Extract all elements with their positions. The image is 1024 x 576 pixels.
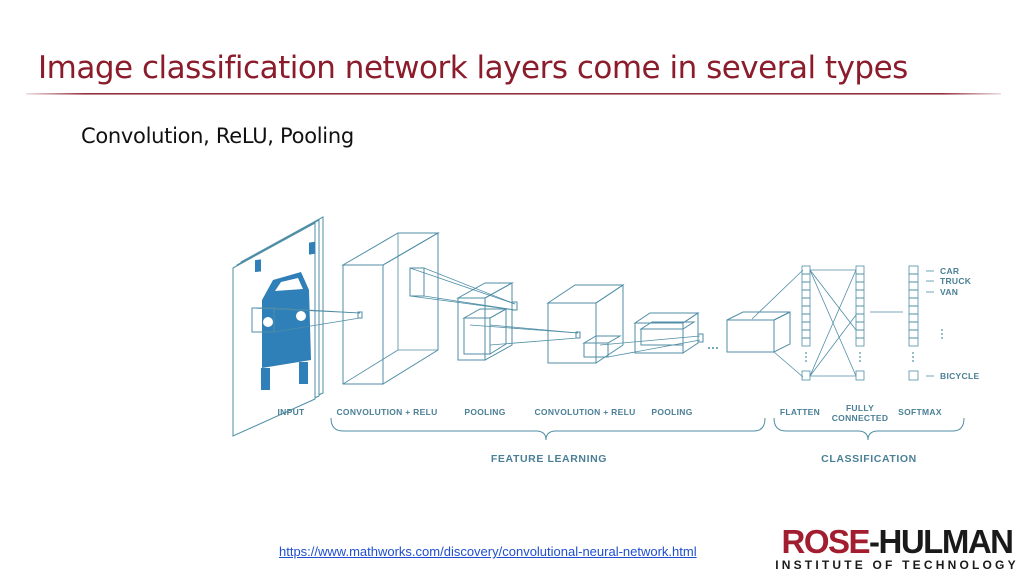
class-label-bicycle: BICYCLE — [940, 371, 979, 381]
logo-rose: ROSE — [781, 523, 871, 560]
fully-connected-links — [809, 269, 857, 377]
slide-subtitle: Convolution, ReLU, Pooling — [81, 124, 354, 148]
class-label-van: VAN — [940, 287, 958, 297]
class-label-truck: TRUCK — [940, 276, 972, 286]
classification-brace — [773, 417, 965, 441]
flatten-layer — [801, 265, 811, 381]
slide-title: Image classification network layers come… — [38, 50, 908, 86]
source-link[interactable]: https://www.mathworks.com/discovery/conv… — [279, 544, 697, 559]
last-feature-map — [726, 311, 791, 353]
class-label-car: CAR — [940, 266, 959, 276]
pool1-feature-map — [456, 282, 514, 361]
group-label-feature-learning: FEATURE LEARNING — [491, 453, 607, 465]
logo-wordmark: ROSE-HULMAN — [772, 525, 1022, 558]
stage-label-fc-line1: FULLY — [846, 403, 874, 413]
feature-learning-brace — [330, 417, 766, 441]
stage-label-input: INPUT — [278, 407, 306, 417]
stage-label-conv2: CONVOLUTION + RELU — [534, 407, 635, 417]
stage-label-softmax: SOFTMAX — [898, 407, 942, 417]
input-receptive-field — [251, 307, 275, 333]
softmax-layer — [908, 265, 943, 381]
group-label-classification: CLASSIFICATION — [821, 453, 917, 465]
stage-label-pool1: POOLING — [464, 407, 505, 417]
conv1-feature-map — [341, 232, 440, 385]
stage-label-flatten: FLATTEN — [780, 407, 820, 417]
stage-label-conv1: CONVOLUTION + RELU — [336, 407, 437, 417]
conv2-feature-map — [546, 284, 625, 364]
logo-hulman: -HULMAN — [869, 523, 1014, 560]
logo-subtitle: INSTITUTE OF TECHNOLOGY — [775, 558, 1019, 572]
fully-connected-layer — [855, 265, 865, 381]
rose-hulman-logo: ROSE-HULMAN INSTITUTE OF TECHNOLOGY — [772, 525, 1022, 573]
car-icon — [255, 241, 315, 390]
stage-label-pool2: POOLING — [651, 407, 692, 417]
title-divider — [26, 93, 1001, 95]
pool2-feature-map — [633, 312, 700, 354]
stage-label-fc-line2: CONNECTED — [832, 413, 889, 423]
